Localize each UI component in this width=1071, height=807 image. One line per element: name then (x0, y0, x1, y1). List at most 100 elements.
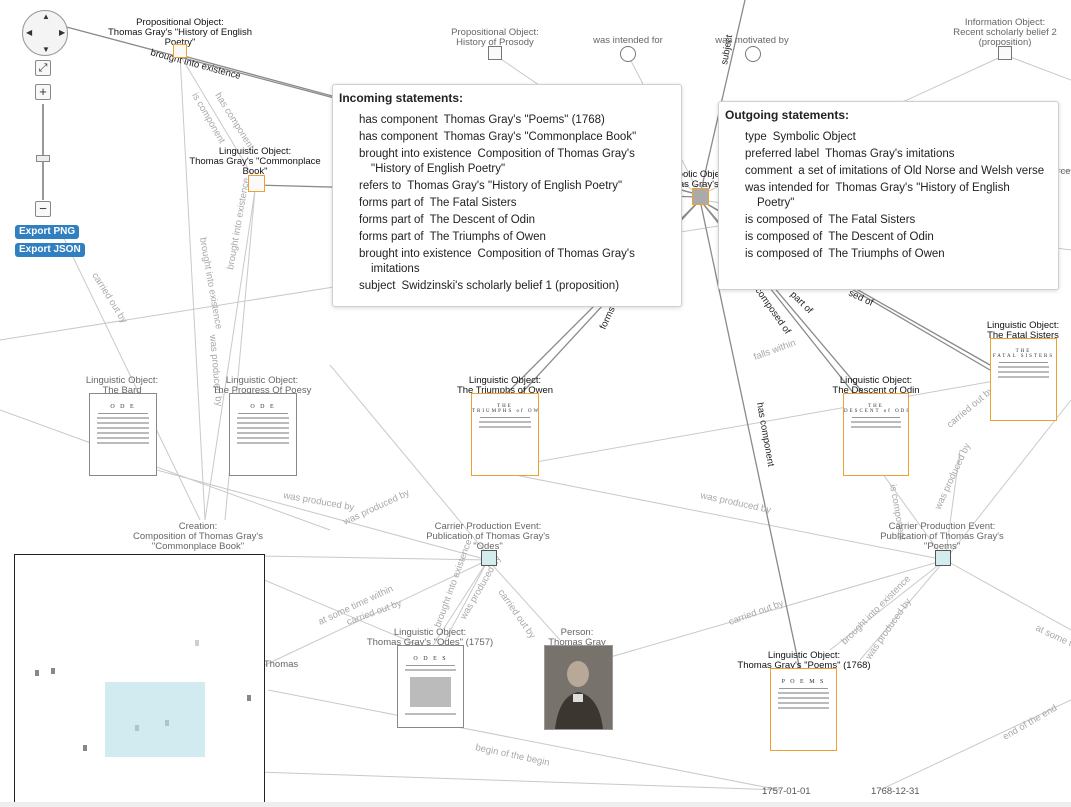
pan-down-icon[interactable]: ▼ (42, 45, 50, 54)
node-publication-odes[interactable] (481, 550, 497, 566)
statement-predicate: preferred label (745, 148, 820, 160)
statement-object[interactable]: The Descent of Odin (828, 231, 934, 243)
export-png-button[interactable]: Export PNG (15, 225, 80, 239)
statement-object[interactable]: a set of imitations of Old Norse and Wel… (798, 165, 1045, 177)
statement-object[interactable]: Thomas Gray's imitations (825, 148, 955, 160)
edge-label-begin-of-the-begin: begin of the begin (474, 742, 550, 768)
timeline-start-label: 1757-01-01 (762, 786, 811, 797)
edge-label-brought-into-existence: brought into existence (149, 47, 242, 82)
edge-label-was-produced-by-4: was produced by (698, 490, 772, 516)
minimap-viewport[interactable] (105, 682, 205, 757)
timeline-end-label: 1768-12-31 (871, 786, 920, 797)
fit-button[interactable]: ⤢ (35, 60, 51, 76)
node-history-of-prosody[interactable] (488, 46, 502, 60)
statement-object[interactable]: Composition of Thomas Gray's imitations (371, 248, 635, 275)
thumb-descent-title: THE DESCENT of ODIN (844, 404, 908, 414)
edge-label-end-of-the-end: end of the end (1001, 703, 1059, 743)
incoming-statements-list: has component Thomas Gray's "Poems" (1768… (333, 113, 681, 294)
node-label-was-intended-for: was intended for (593, 35, 663, 46)
node-publication-poems[interactable] (935, 550, 951, 566)
edge-label-part-of: part of (788, 289, 815, 316)
statement-object[interactable]: Composition of Thomas Gray's "History of… (371, 148, 635, 175)
thumb-descent-of-odin[interactable]: THE DESCENT of ODIN (843, 393, 909, 476)
edge-label-carried-out-by-2: carried out by (945, 385, 996, 431)
node-label-odes-1757: Linguistic Object: Thomas Gray's "Odes" … (366, 627, 494, 648)
node-label-commonplace-book: Linguistic Object: Thomas Gray's "Common… (189, 146, 321, 177)
statement-object[interactable]: Symbolic Object (772, 131, 856, 143)
thumb-progress-of-poesy[interactable]: O D E (229, 393, 297, 476)
statement-predicate: type (745, 131, 767, 143)
statement-predicate: refers to (359, 180, 402, 192)
thumb-bard-title: O D E (110, 404, 136, 410)
statement-predicate: is composed of (745, 214, 823, 226)
incoming-statement[interactable]: has component Thomas Gray's "Commonplace … (333, 130, 681, 145)
node-label-was-motivated-by: was motivated by (715, 35, 789, 46)
incoming-statement[interactable]: refers to Thomas Gray's "History of Engli… (333, 179, 681, 194)
statement-object[interactable]: The Triumphs of Owen (429, 231, 546, 243)
node-label-publication-odes: Carrier Production Event: Publication of… (426, 521, 550, 552)
statement-object[interactable]: The Descent of Odin (429, 214, 536, 226)
statement-object[interactable]: The Fatal Sisters (828, 214, 916, 226)
edge-label-subject: subject (719, 34, 735, 66)
outgoing-statement[interactable]: preferred label Thomas Gray's imitations (719, 147, 1058, 162)
statement-object[interactable]: Thomas Gray's "History of English Poetry… (407, 180, 623, 192)
pan-right-icon[interactable]: ▶ (59, 28, 66, 37)
thumb-triumphs-of-owen[interactable]: THE TRIUMPHS of OWEN (471, 393, 539, 476)
zoom-in-button[interactable]: + (35, 84, 51, 100)
node-commonplace-book[interactable] (248, 175, 265, 192)
statement-predicate: has component (359, 131, 438, 143)
statement-object[interactable]: Thomas Gray's "Poems" (1768) (443, 114, 605, 126)
node-label-recent-scholarly-belief: Information Object: Recent scholarly bel… (953, 17, 1057, 48)
statement-object[interactable]: The Triumphs of Owen (828, 248, 945, 260)
node-label-triumphs-of-owen: Linguistic Object: The Triumphs of Owen (456, 375, 554, 396)
statement-object[interactable]: The Fatal Sisters (429, 197, 517, 209)
pan-left-icon[interactable]: ◀ (26, 28, 33, 37)
timeline-bar[interactable] (0, 802, 1071, 807)
node-history-of-english-poetry[interactable] (173, 44, 187, 58)
incoming-statements-title: Incoming statements: (339, 91, 464, 105)
node-recent-scholarly-belief[interactable] (998, 46, 1012, 60)
portrait-thomas-gray[interactable] (544, 645, 613, 730)
statement-object[interactable]: Thomas Gray's "Commonplace Book" (443, 131, 637, 143)
node-label-composition-commonplace: Creation: Composition of Thomas Gray's "… (133, 521, 263, 552)
statement-object[interactable]: Swidzinski's scholarly belief 1 (proposi… (401, 280, 620, 292)
thumb-fatal-title: THE FATAL SISTERS (992, 349, 1055, 359)
thumb-poems-1768[interactable]: P O E M S (770, 668, 837, 751)
thumb-the-bard[interactable]: O D E (89, 393, 157, 476)
pan-up-icon[interactable]: ▲ (42, 12, 50, 21)
statement-object[interactable]: Thomas Gray's "History of English Poetry… (757, 182, 1010, 209)
zoom-out-button[interactable]: − (35, 201, 51, 217)
outgoing-statement[interactable]: is composed of The Fatal Sisters (719, 213, 1058, 228)
node-was-motivated-by[interactable] (745, 46, 761, 62)
edge-label-composed-of: composed of (753, 285, 793, 336)
thumb-odes-1757[interactable]: O D E S (397, 645, 464, 728)
node-symbolic-object[interactable] (692, 188, 709, 205)
export-json-button[interactable]: Export JSON (15, 243, 85, 257)
node-was-intended-for[interactable] (620, 46, 636, 62)
node-label-partial: rce (1057, 166, 1071, 177)
zoom-slider-handle[interactable] (36, 155, 50, 162)
zoom-slider-track[interactable] (42, 104, 44, 200)
thumb-odes-title: O D E S (413, 656, 448, 662)
thumb-fatal-sisters[interactable]: THE FATAL SISTERS (990, 338, 1057, 421)
incoming-statement[interactable]: has component Thomas Gray's "Poems" (1768… (333, 113, 681, 128)
pan-control[interactable]: ▲ ▼ ◀ ▶ (22, 10, 68, 56)
outgoing-statement[interactable]: type Symbolic Object (719, 130, 1058, 145)
thumb-poems-title: P O E M S (781, 679, 826, 685)
node-label-progress-of-poesy: Linguistic Object: The Progress Of Poesy (212, 375, 312, 396)
edge-label-was-produced-by-2: was produced by (281, 490, 355, 514)
minimap[interactable] (14, 554, 265, 803)
statement-predicate: has component (359, 114, 438, 126)
